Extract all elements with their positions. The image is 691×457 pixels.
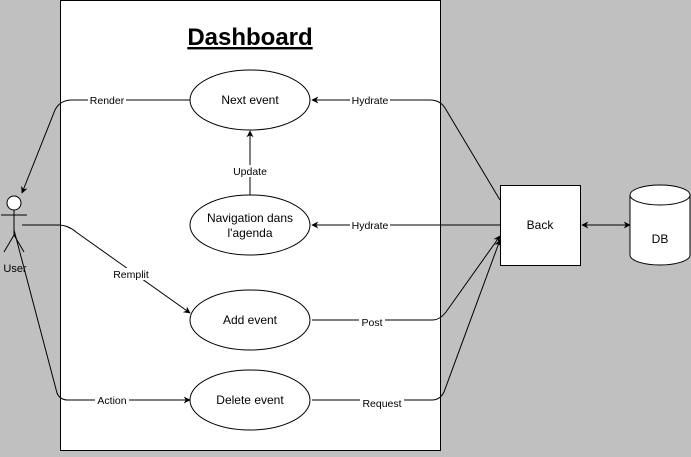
svg-text:Hydrate: Hydrate (352, 95, 389, 107)
next-event-usecase[interactable]: Next event (189, 69, 311, 131)
user-actor[interactable]: User (1, 195, 27, 275)
hydrate-next-label: Hydrate (350, 94, 390, 107)
post-label: Post (359, 316, 385, 329)
svg-text:Next event: Next event (221, 93, 279, 107)
svg-text:Remplit: Remplit (113, 269, 149, 281)
svg-text:Hydrate: Hydrate (352, 220, 389, 232)
remplit-label: Remplit (110, 268, 152, 281)
actor-label: User (3, 263, 27, 275)
svg-text:Render: Render (90, 95, 125, 107)
svg-text:DB: DB (652, 232, 669, 246)
svg-text:Request: Request (362, 398, 401, 410)
svg-text:Add event: Add event (223, 313, 278, 327)
action-label: Action (95, 394, 129, 407)
svg-text:Delete event: Delete event (216, 393, 284, 407)
post-edge (312, 235, 501, 321)
svg-text:Navigation dans: Navigation dans (207, 211, 293, 225)
action-edge (13, 229, 191, 404)
svg-text:Post: Post (361, 317, 382, 329)
svg-text:Update: Update (233, 166, 267, 178)
navigation-agenda-usecase[interactable]: Navigation dans l'agenda (189, 194, 311, 256)
db-cylinder[interactable]: DB (629, 184, 691, 266)
hydrate-nav-label: Hydrate (350, 219, 390, 232)
svg-text:l'agenda: l'agenda (228, 226, 273, 240)
render-label: Render (88, 94, 126, 107)
add-event-usecase[interactable]: Add event (189, 289, 311, 351)
svg-text:Back: Back (527, 218, 555, 232)
update-label: Update (230, 165, 270, 178)
svg-text:Action: Action (97, 395, 126, 407)
delete-event-usecase[interactable]: Delete event (189, 369, 311, 431)
dashboard-title: Dashboard (187, 24, 312, 51)
render-edge (21, 99, 190, 194)
request-edge (312, 239, 502, 401)
remplit-edge (22, 224, 191, 314)
back-node[interactable]: Back (500, 185, 581, 266)
hydrate-next-edge (311, 96, 501, 201)
actor-head-icon (6, 195, 22, 211)
request-label: Request (360, 397, 404, 410)
